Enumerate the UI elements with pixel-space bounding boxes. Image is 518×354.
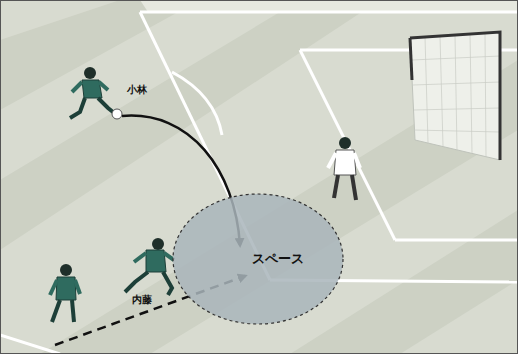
defender: [328, 137, 360, 200]
space-zone: スペース: [172, 193, 344, 325]
outfield: [140, 0, 518, 12]
player-kobayashi: [70, 67, 113, 118]
pitch-lines: [0, 12, 518, 354]
zone-label: スペース: [212, 250, 304, 268]
player-name: 小林: [127, 83, 147, 97]
player-naito: [125, 238, 174, 295]
teammate: [50, 264, 80, 322]
player-name: 内藤: [132, 293, 152, 307]
goal: [410, 32, 500, 160]
ball: [112, 109, 122, 119]
